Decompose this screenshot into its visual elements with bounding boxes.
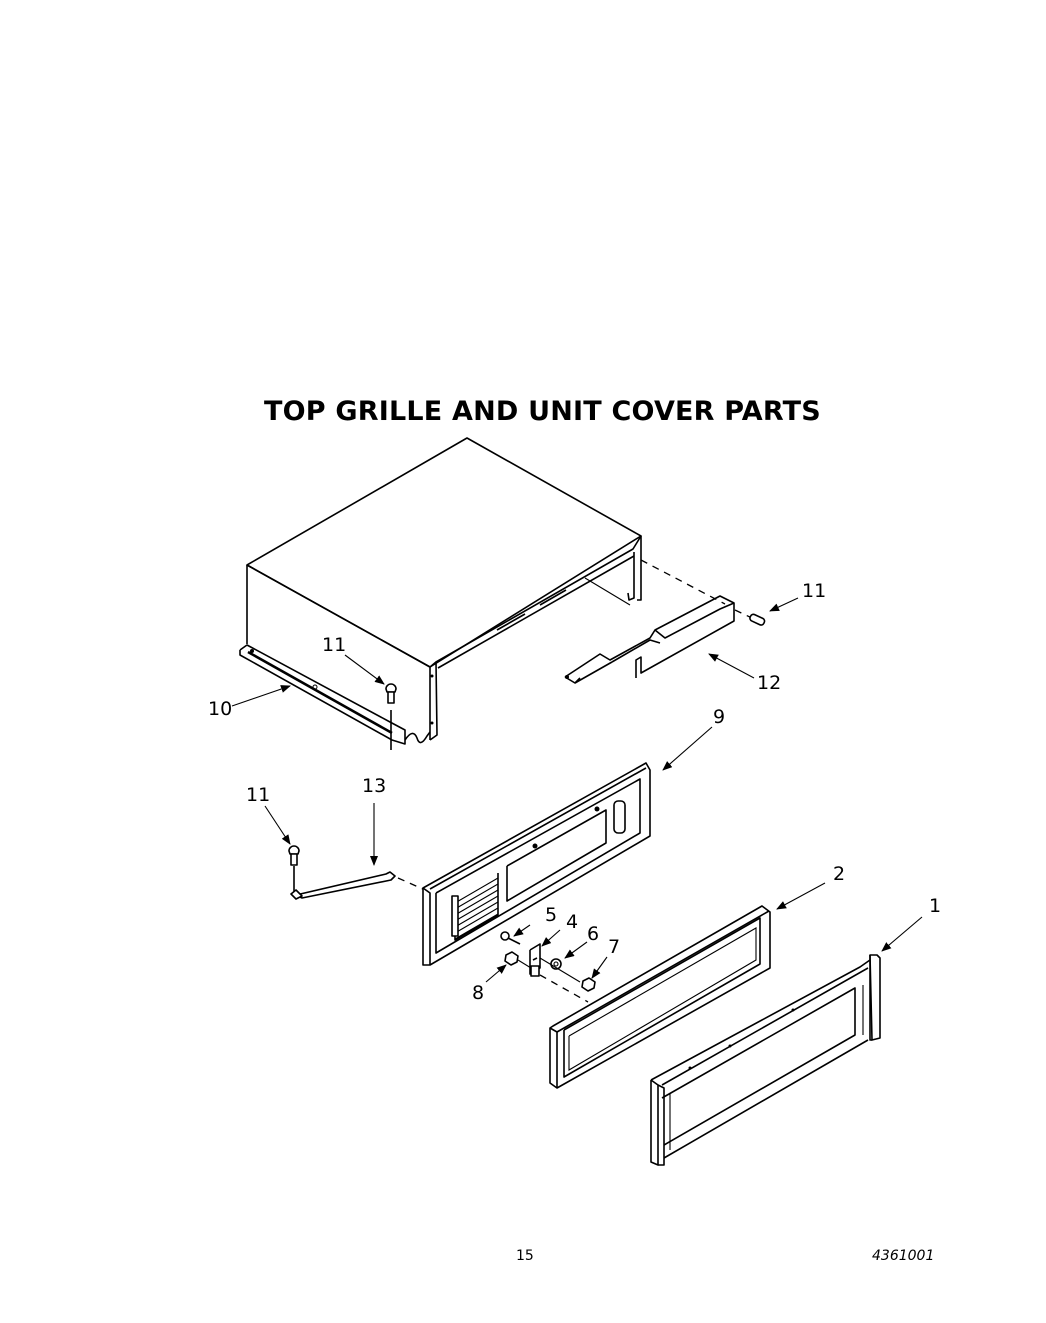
screw-part-11-cover (385, 683, 397, 750)
callout-8: 8 (472, 982, 485, 1004)
diagram-title: TOP GRILLE AND UNIT COVER PARTS (264, 396, 821, 427)
callout-2: 2 (833, 863, 846, 885)
callout-7: 7 (608, 936, 621, 958)
grille-panel-part-9 (422, 762, 651, 966)
support-rod-part-13 (290, 871, 426, 900)
page-number: 15 (516, 1248, 534, 1264)
screw-part-11-left (288, 845, 300, 893)
alignment-dashed-line (640, 559, 726, 605)
grille-frame-part-2 (549, 905, 771, 1089)
callout-5: 5 (545, 904, 558, 926)
callout-6: 6 (587, 923, 600, 945)
rear-bracket-part-12 (564, 595, 735, 684)
leader-arrows (231, 597, 923, 983)
unit-cover-part-10 (239, 437, 642, 745)
callout-11: 11 (802, 580, 827, 602)
callout-11: 11 (246, 784, 271, 806)
document-number: 4361001 (872, 1248, 935, 1264)
outer-grille-frame-part-1 (650, 954, 881, 1166)
callout-12: 12 (757, 672, 782, 694)
hardware-cluster (500, 931, 596, 1003)
callout-13: 13 (362, 775, 387, 797)
alignment-dashed-line (734, 609, 753, 619)
callout-1: 1 (929, 895, 942, 917)
callout-9: 9 (713, 706, 726, 728)
screw-part-11-right (749, 613, 766, 626)
callout-11: 11 (322, 634, 347, 656)
callout-4: 4 (566, 911, 579, 933)
callout-10: 10 (208, 698, 233, 720)
